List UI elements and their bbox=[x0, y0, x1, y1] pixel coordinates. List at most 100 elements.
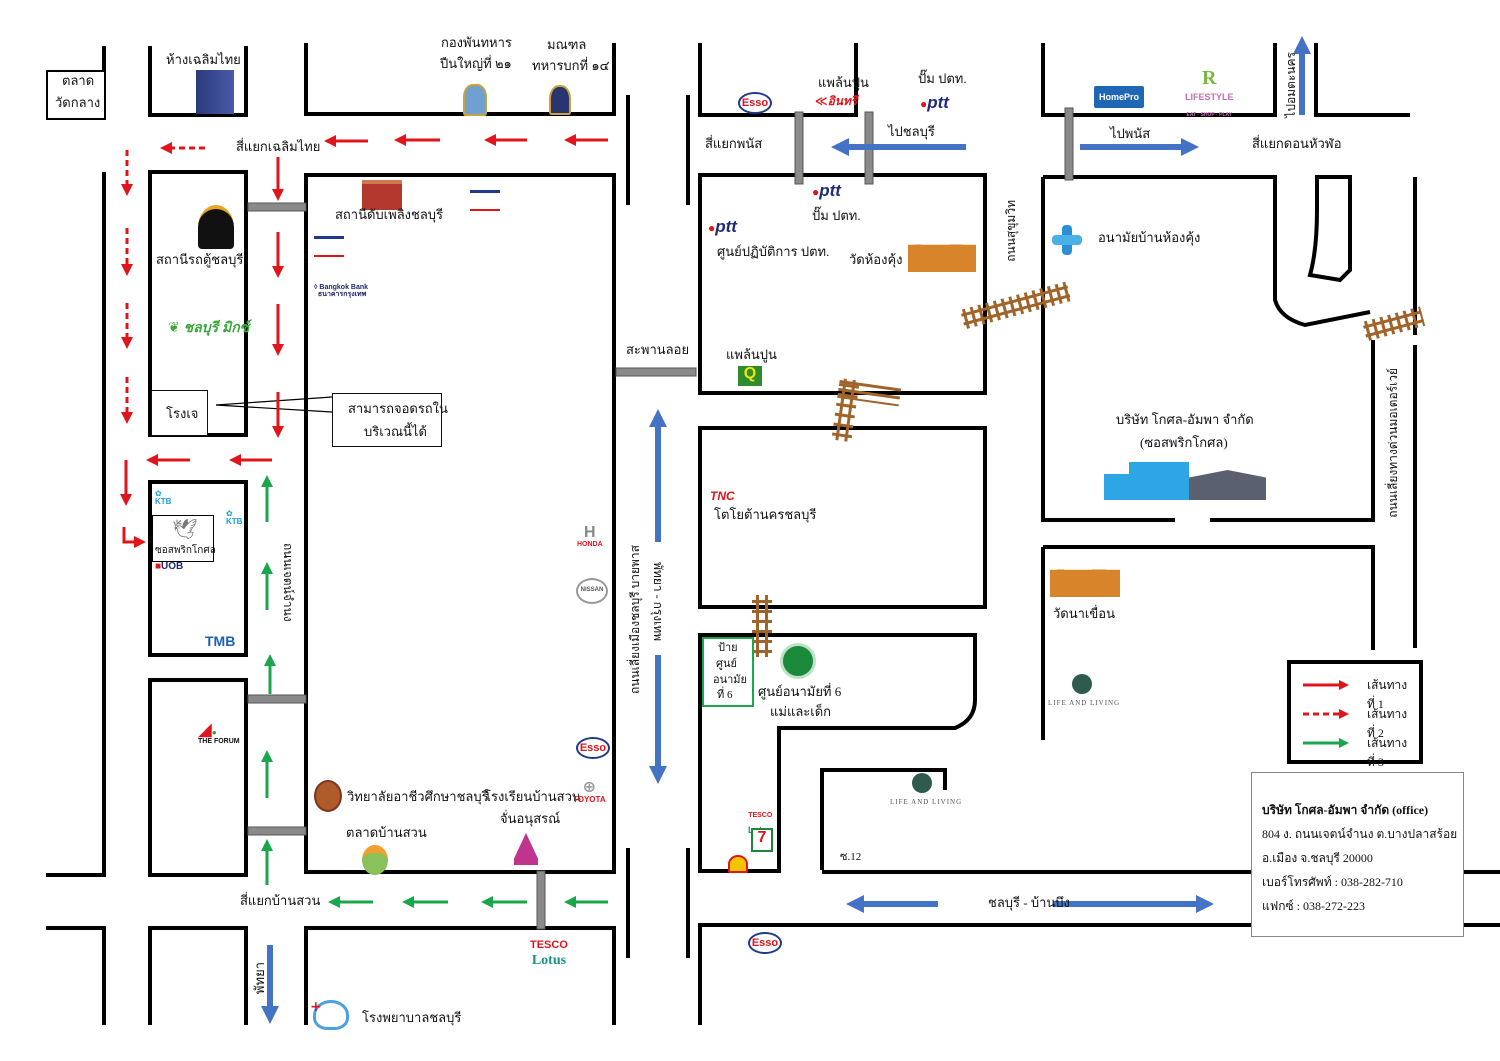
hospital-logo-icon: + bbox=[310, 999, 349, 1030]
label-toyota-nakhon: โตโยต้านครชลบุรี bbox=[714, 507, 817, 522]
forum-name: THE FORUM bbox=[198, 738, 240, 745]
label-company-1: บริษัท โกศล-อัมพา จำกัด bbox=[1116, 412, 1254, 427]
ktb-name: KTB bbox=[155, 497, 172, 506]
esso-name-bottom: Esso bbox=[751, 937, 779, 949]
label-military-district-1: มณฑล bbox=[547, 37, 587, 52]
direction-arrows bbox=[261, 36, 1311, 1024]
office-address-1: 804 ง. ถนนเจตน์จำนง ต.บางปลาสร้อย bbox=[1262, 827, 1458, 841]
thai-post-logo-icon bbox=[470, 190, 500, 211]
label-don-hua-lo-junction: สี่แยกดอนหัวฬ่อ bbox=[1252, 136, 1342, 151]
homepro-name: HomePro bbox=[1098, 92, 1139, 102]
factory-icon bbox=[1104, 462, 1266, 500]
legend-solid-red-arrow-icon bbox=[1303, 680, 1349, 690]
robinson-sub: EAT · SHOP · PLAY bbox=[1186, 112, 1232, 118]
train-station-logo-icon bbox=[198, 205, 234, 249]
tesco-name: TESCO bbox=[530, 939, 568, 951]
chonburi-mix-logo-icon: ❦ ชลบุรี มิกซ์ bbox=[168, 319, 250, 335]
label-chaloem-thai-junction: สี่แยกเฉลิมไทย bbox=[236, 139, 321, 154]
office-phone: เบอร์โทรศัพท์ : 038-282-710 bbox=[1262, 875, 1403, 889]
nissan-logo-icon: NISSAN bbox=[576, 578, 608, 604]
tmb-logo-icon: TMB bbox=[205, 634, 235, 648]
parking-note-box bbox=[332, 393, 442, 447]
label-soi-12: ซ.12 bbox=[840, 851, 862, 863]
label-talat: ตลาด bbox=[62, 73, 95, 88]
label-health-ban-nong-kung: อนามัยบ้านห้องคุ้ง bbox=[1098, 230, 1201, 245]
overpass-bansuan bbox=[247, 826, 307, 836]
uob-name: UOB bbox=[161, 561, 184, 572]
label-outer-ring-road: ถนนเลี่ยงทางด่วนมอเตอร์เวย์ bbox=[1386, 368, 1400, 518]
legend: เส้นทางที่ 1 เส้นทางที่ 2 เส้นทางที่ 3 bbox=[1287, 660, 1423, 769]
esso-logo-icon-top: Esso bbox=[738, 92, 772, 114]
college-emblem-icon bbox=[314, 780, 342, 812]
label-school-ban-suan-2: จั่นอนุสรณ์ bbox=[500, 811, 561, 826]
label-chaloem-thai-store: ห้างเฉลิมไทย bbox=[166, 52, 241, 67]
office-fax: แฟกซ์ : 038-272-223 bbox=[1262, 899, 1365, 913]
label-chonburi-hospital: โรงพยาบาลชลบุรี bbox=[362, 1010, 462, 1025]
label-rongje: โรงเจ bbox=[166, 406, 199, 421]
label-chetchamnong-road: ถนนเจตน์จำนง bbox=[281, 543, 295, 622]
route-2 bbox=[121, 142, 205, 424]
esso-logo-icon: Esso bbox=[576, 737, 610, 759]
label-health-center-6-1: ศูนย์อนามัยที่ 6 bbox=[758, 684, 842, 699]
ptt-logo-icon-mid: ●ptt bbox=[812, 181, 841, 200]
esso-logo-icon-bottom: Esso bbox=[748, 932, 782, 954]
label-to-phanat: ไปพนัส bbox=[1110, 126, 1151, 141]
bangkok-bank-name-th: ธนาคารกรุงเทพ bbox=[317, 291, 367, 298]
overpass-chaloemthai bbox=[247, 202, 307, 212]
tnc-name: TNC bbox=[710, 489, 735, 503]
robinson-name: LIFESTYLE bbox=[1185, 92, 1234, 102]
tesco-name-small: TESCO bbox=[748, 812, 773, 819]
overpass-saphanloi bbox=[615, 367, 697, 377]
railway bbox=[752, 281, 1426, 657]
insee-name: อินทรี bbox=[827, 94, 858, 108]
toyota-name: TOYOTA bbox=[573, 795, 606, 804]
lotus-name: Lotus bbox=[531, 953, 567, 968]
overpass-bansuan-junction bbox=[536, 870, 546, 930]
esso-name: Esso bbox=[579, 742, 607, 754]
label-wat-klang: วัดกลาง bbox=[55, 95, 101, 110]
tnc-logo-icon: TNC bbox=[710, 490, 735, 502]
label-health-sign-3: อนามัย bbox=[713, 674, 747, 686]
health-center-sign-box bbox=[702, 637, 754, 707]
label-ptt-ops-center: ศูนย์ปฏิบัติการ ปตท. bbox=[717, 244, 830, 259]
tesco-lotus-logo-icon: TESCO Lotus bbox=[530, 936, 568, 968]
health-cross-icon bbox=[1052, 225, 1082, 255]
label-ptt-pump-top: ปั๊ม ปตท. bbox=[918, 71, 967, 86]
life-living-logo-icon bbox=[912, 773, 932, 793]
label-fire-station: สถานีดับเพลิงชลบุรี bbox=[335, 207, 444, 222]
label-life-living-1: LIFE AND LIVING bbox=[890, 798, 963, 806]
q-mix-logo-icon: Q bbox=[738, 366, 762, 386]
tmb-name: TMB bbox=[205, 633, 236, 649]
legend-dashed-red-arrow-icon bbox=[1303, 709, 1349, 719]
legend-solid-green-arrow-icon bbox=[1303, 738, 1349, 748]
life-living-logo-icon-2 bbox=[1072, 674, 1092, 694]
label-wat-na-khuean: วัดนาเขื่อน bbox=[1053, 606, 1115, 621]
office-name: บริษัท โกศล-อัมพา จำกัด (office) bbox=[1262, 803, 1429, 817]
dove-logo-icon: 🕊 bbox=[172, 517, 198, 541]
road-blocks bbox=[46, 43, 1500, 1025]
seven-name: 7 bbox=[757, 829, 767, 846]
label-ptt-pump-mid: ปั๊ม ปตท. bbox=[812, 208, 861, 223]
route-3 bbox=[261, 475, 608, 908]
bangkok-bank-name: Bangkok Bank bbox=[319, 284, 369, 291]
legend-label-route-3: เส้นทางที่ 3 bbox=[1367, 736, 1408, 769]
soi-prik-kosol-box bbox=[152, 515, 214, 562]
label-saphan-loi: สะพานลอย bbox=[626, 342, 690, 357]
label-health-sign-1: ป้าย bbox=[718, 642, 738, 654]
label-phanat-junction: สี่แยกพนัส bbox=[705, 136, 763, 151]
building-icon bbox=[196, 70, 234, 114]
label-health-sign-2: ศูนย์ bbox=[716, 658, 737, 670]
label-ban-suan-market: ตลาดบ้านสวน bbox=[346, 825, 427, 840]
honda-name: HONDA bbox=[577, 541, 603, 548]
legend-label-route-2: เส้นทางที่ 2 bbox=[1367, 707, 1408, 740]
office-info-box: บริษัท โกศล-อัมพา จำกัด (office) 804 ง. … bbox=[1251, 772, 1464, 937]
label-train-station: สถานีรถตู้ชลบุรี bbox=[156, 252, 244, 267]
shell-logo-icon bbox=[728, 855, 748, 873]
ktb-logo-icon-2: ✿KTB bbox=[226, 509, 243, 526]
label-soi-prik-kosol: ซอสพริกโกศล bbox=[155, 545, 216, 556]
overpass-forum bbox=[247, 694, 307, 704]
army-emblem-icon bbox=[463, 84, 487, 116]
label-parking-note-1: สามารถจอดรถใน bbox=[348, 401, 448, 416]
